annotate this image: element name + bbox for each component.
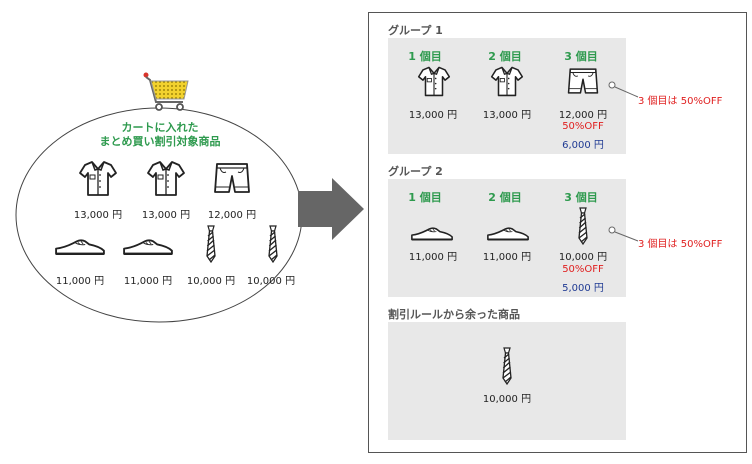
shoe-icon bbox=[486, 222, 530, 243]
group2-price-1: 11,000 円 bbox=[408, 252, 458, 263]
shorts-icon bbox=[212, 158, 252, 198]
cart-item-price: 11,000 円 bbox=[55, 276, 105, 287]
group1-label-3: 3 個目 bbox=[564, 50, 598, 63]
shoe-icon bbox=[122, 233, 174, 258]
group2-label-1: 1 個目 bbox=[408, 191, 442, 204]
result-frame bbox=[368, 12, 747, 453]
shirt-icon bbox=[78, 158, 118, 198]
group1-discounted-price: 6,000 円 bbox=[562, 140, 604, 151]
leftover-title: 割引ルールから余った商品 bbox=[388, 308, 520, 321]
group1-price-1: 13,000 円 bbox=[408, 110, 458, 121]
group1-discount: 50%OFF bbox=[562, 121, 604, 132]
cart-item-price: 11,000 円 bbox=[123, 276, 173, 287]
cart-item-price: 13,000 円 bbox=[141, 210, 191, 221]
tie-icon bbox=[266, 224, 280, 264]
tie-icon bbox=[204, 224, 218, 264]
shoe-icon bbox=[54, 233, 106, 258]
group1-price-3: 12,000 円 bbox=[558, 110, 608, 121]
group2-note: 3 個目は 50%OFF bbox=[638, 239, 723, 250]
group1-title: グループ 1 bbox=[388, 24, 443, 37]
shoe-icon bbox=[410, 222, 454, 243]
cart-item-price: 10,000 円 bbox=[186, 276, 236, 287]
cart-item-price: 12,000 円 bbox=[207, 210, 257, 221]
cart-title-line1: カートに入れた bbox=[121, 121, 199, 134]
group1-label-1: 1 個目 bbox=[408, 50, 442, 63]
cart-title-line2: まとめ買い割引対象商品 bbox=[99, 135, 221, 148]
tie-icon bbox=[500, 346, 514, 386]
shirt-icon bbox=[417, 64, 451, 98]
note-connector bbox=[608, 81, 639, 98]
group2-price-2: 11,000 円 bbox=[482, 252, 532, 263]
group2-discounted-price: 5,000 円 bbox=[562, 283, 604, 294]
shirt-icon bbox=[146, 158, 186, 198]
shirt-icon bbox=[490, 64, 524, 98]
group2-title: グループ 2 bbox=[388, 165, 443, 178]
group2-label-3: 3 個目 bbox=[564, 191, 598, 204]
group1-note: 3 個目は 50%OFF bbox=[638, 96, 723, 107]
tie-icon bbox=[576, 206, 590, 246]
arrow-right-icon bbox=[298, 178, 364, 240]
group1-price-2: 13,000 円 bbox=[482, 110, 532, 121]
group2-label-2: 2 個目 bbox=[488, 191, 522, 204]
shorts-icon bbox=[566, 64, 600, 98]
shopping-cart-icon bbox=[143, 72, 189, 111]
cart-item-price: 13,000 円 bbox=[73, 210, 123, 221]
cart-item-price: 10,000 円 bbox=[246, 276, 296, 287]
leftover-price: 10,000 円 bbox=[482, 394, 532, 405]
group1-label-2: 2 個目 bbox=[488, 50, 522, 63]
group2-price-3: 10,000 円 bbox=[558, 252, 608, 263]
group2-discount: 50%OFF bbox=[562, 264, 604, 275]
note-connector bbox=[608, 226, 639, 242]
